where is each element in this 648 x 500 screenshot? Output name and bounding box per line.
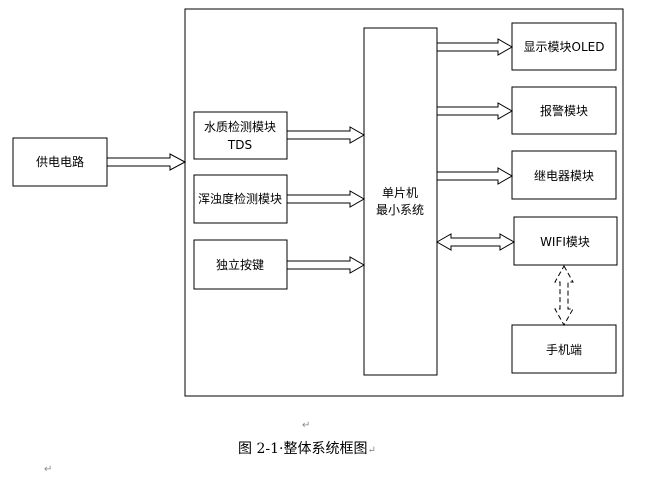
node-oled: 显示模块OLED xyxy=(511,22,617,71)
node-oled-label: 显示模块OLED xyxy=(524,40,605,54)
node-buttons: 独立按键 xyxy=(193,239,288,290)
caption-paragraph-mark: ↵ xyxy=(367,445,376,456)
node-power-label: 供电电路 xyxy=(36,154,84,169)
figure-caption-text: 图 2-1·整体系统框图 xyxy=(238,441,368,457)
node-relay-label: 继电器模块 xyxy=(534,169,594,183)
node-mcu-label-2: 最小系统 xyxy=(376,203,424,217)
node-mcu: 单片机 最小系统 xyxy=(363,27,438,376)
node-wifi-label: WIFI模块 xyxy=(540,235,590,249)
node-power: 供电电路 xyxy=(12,137,108,187)
node-turbidity-label: 浑浊度检测模块 xyxy=(198,191,282,206)
node-phone-label: 手机端 xyxy=(546,343,582,357)
node-wifi: WIFI模块 xyxy=(513,216,618,266)
node-buttons-label: 独立按键 xyxy=(216,257,264,272)
arrow-mcu-wifi-bidirectional xyxy=(435,233,516,251)
node-tds-label-1: 水质检测模块 xyxy=(204,119,276,134)
arrow-tds-to-mcu xyxy=(286,126,366,144)
arrow-buttons-to-mcu xyxy=(286,256,366,274)
node-alarm-label: 报警模块 xyxy=(540,103,588,118)
arrow-mcu-to-relay xyxy=(436,167,514,185)
node-phone: 手机端 xyxy=(511,324,617,374)
node-tds-label-2: TDS xyxy=(227,138,252,152)
node-relay: 继电器模块 xyxy=(511,150,617,200)
paragraph-mark-top: ↵ xyxy=(302,420,311,431)
node-turbidity: 浑浊度检测模块 xyxy=(193,174,288,224)
arrow-turbidity-to-mcu xyxy=(286,190,366,208)
figure-caption: 图 2-1·整体系统框图↵ xyxy=(238,438,376,458)
system-frame xyxy=(184,8,624,397)
node-alarm: 报警模块 xyxy=(511,86,617,135)
arrow-mcu-to-oled xyxy=(436,38,514,56)
node-mcu-label-1: 单片机 xyxy=(382,186,418,200)
arrow-mcu-to-alarm xyxy=(436,102,514,120)
paragraph-mark-bottom: ↵ xyxy=(44,464,53,475)
arrow-power-to-system xyxy=(106,153,187,171)
arrow-wifi-phone-dashed xyxy=(554,264,574,327)
node-tds: 水质检测模块 TDS xyxy=(193,111,288,160)
